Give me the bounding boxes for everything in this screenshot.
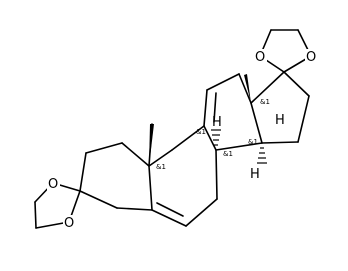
oxygen-label-1: O xyxy=(255,50,265,65)
top-dioxolane-ring xyxy=(259,29,312,73)
stereo-label-4: &1 xyxy=(248,138,258,146)
hydrogen-label-3: H xyxy=(275,113,285,128)
stereo-label-5: &1 xyxy=(196,128,206,136)
hydrogen-label-2: H xyxy=(250,167,260,182)
d-ring xyxy=(250,71,310,144)
stereo-label-2: &1 xyxy=(156,163,166,171)
hashed-bonds xyxy=(211,129,267,164)
oxygen-label-3: O xyxy=(48,177,58,192)
oxygen-label-4: O xyxy=(64,216,74,231)
a-ring xyxy=(79,123,153,211)
hydrogen-label-1: H xyxy=(212,115,222,130)
stereo-label-3: &1 xyxy=(223,150,233,158)
b-ring xyxy=(148,125,218,227)
oxygen-label-2: O xyxy=(306,50,316,65)
c-ring xyxy=(203,73,263,151)
stereo-label-1: &1 xyxy=(260,98,270,106)
c10-methyl-wedge xyxy=(149,124,154,166)
c13-methyl-wedge xyxy=(244,74,251,103)
